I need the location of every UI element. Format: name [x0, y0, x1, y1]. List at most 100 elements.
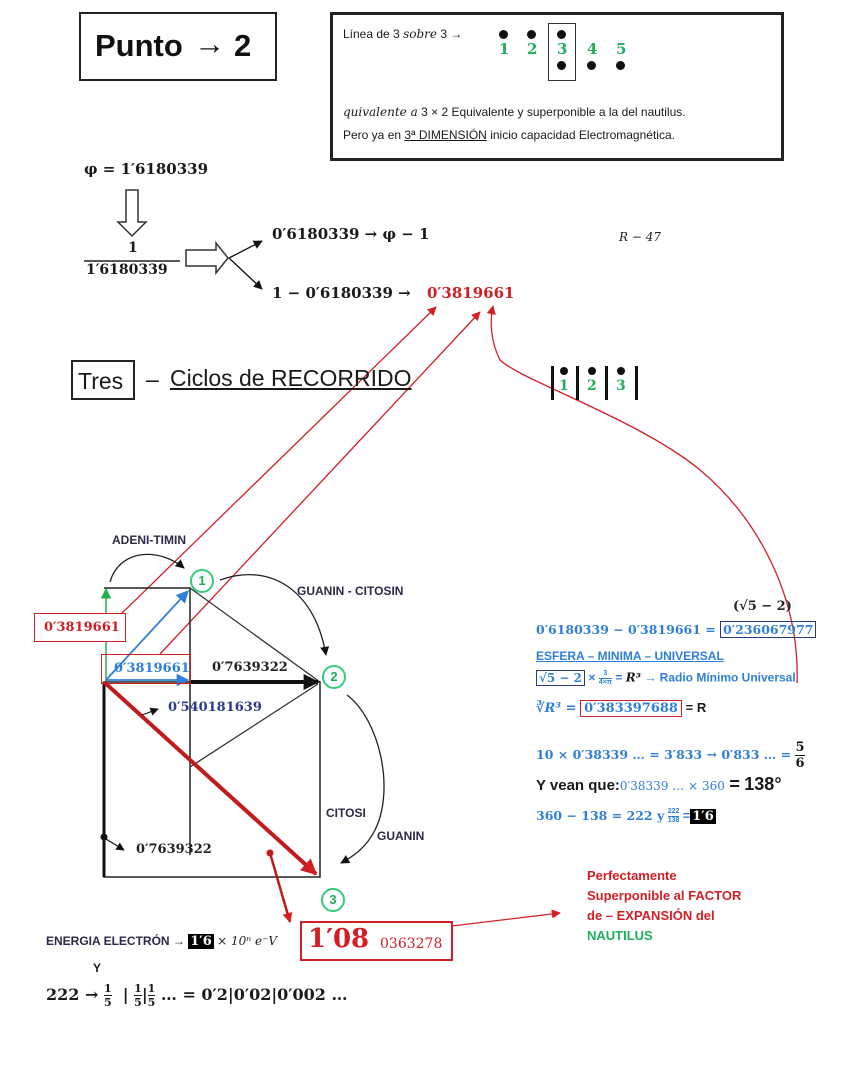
note-line1-suffix: 3 → — [440, 27, 463, 41]
matrix-dot-2 — [588, 367, 596, 375]
curve-adeni-arrow — [109, 553, 185, 583]
dot-number-1: 1 — [499, 40, 510, 58]
note-line3-prefix: Pero ya en — [343, 128, 402, 142]
matrix-bar-1 — [576, 366, 579, 400]
note-line2-italic: quivalente a — [343, 105, 418, 119]
curve-citosi-guanin-arrow — [340, 694, 385, 864]
red-diagonal-arrow — [102, 680, 318, 876]
series-bar-1: | — [117, 985, 129, 1004]
series-frac-2: 1 5 — [134, 982, 142, 1009]
left-value: 0′7639322 — [136, 842, 212, 857]
blue-diag-arrow — [105, 590, 189, 681]
eq2-frac-num: 3 — [598, 670, 613, 679]
label-adeni-timin: ADENI-TIMIN — [112, 533, 186, 547]
tres-label: Tres — [78, 368, 124, 394]
series-frac-3-num: 1 — [147, 982, 156, 996]
series-line: 222 → 1 5 | 1 5 | 1 5 … = 0′2|0′02|0′002… — [46, 982, 347, 1009]
eq2-times: × — [588, 670, 596, 685]
eq1-boxed-value: 0′236067977 — [720, 621, 817, 638]
eq4-frac-num: 5 — [795, 740, 805, 756]
node-2: 2 — [322, 665, 346, 689]
red-link-arrow-1 — [117, 306, 437, 618]
red-curve-arrow — [486, 305, 798, 684]
eq2-frac-den: 4×π — [598, 679, 613, 686]
red-note-line2: Superponible al FACTOR — [587, 888, 742, 903]
eq2: √5 − 2 × 3 4×π = R³ → Radio Mínimo Unive… — [536, 669, 796, 687]
curve-guanin-citosin-arrow — [219, 574, 330, 656]
series-frac-1: 1 5 — [103, 982, 112, 1009]
series-frac-1-den: 5 — [103, 996, 112, 1009]
left-point — [100, 833, 108, 841]
series-frac-2-num: 1 — [134, 982, 142, 996]
esfera-minima-universal: ESFERA – MINIMA – UNIVERSAL — [536, 649, 724, 663]
pointer-diag-value — [141, 707, 159, 716]
label-guanin: GUANIN — [377, 829, 425, 843]
dot-number-3: 3 — [557, 40, 568, 58]
red-note-nautilus: NAUTILUS — [587, 928, 653, 943]
series-prefix: 222 → — [46, 985, 99, 1004]
eq2-boxed-sqrt: √5 − 2 — [536, 669, 585, 686]
eq1-prefix: 0′6180339 − 0′3819661 = — [536, 622, 716, 637]
series-bar-2: | — [141, 985, 148, 1004]
title-number: 2 — [234, 28, 252, 63]
red-link-to-note — [451, 909, 561, 927]
energia-highlight-1-6: 1′6 — [188, 934, 214, 949]
branch-arrow-up — [228, 240, 263, 259]
note-box: Línea de 3 sobre 3 → 1 2 3 4 5 quivalent… — [330, 12, 784, 161]
red-note: Perfectamente Superponible al FACTOR de … — [587, 866, 741, 946]
red-value-box: 0′3819661 — [34, 613, 126, 642]
note-line2-rest: 3 × 2 Equivalente y superponible a la de… — [421, 105, 686, 119]
hollow-right-arrow — [185, 240, 229, 276]
eq6-frac-num: 222 — [667, 808, 680, 818]
matrix-number-2: 2 — [587, 378, 597, 394]
eq4-fraction: 5 6 — [795, 740, 805, 771]
eq4-frac-den: 6 — [795, 756, 805, 771]
eq5-equals: = — [729, 774, 740, 794]
eq6-highlight-1-6: 1′6 — [690, 809, 716, 824]
dot-3-top — [557, 30, 566, 39]
r-47-label: R − 47 — [619, 230, 661, 244]
energia-line: ENERGIA ELECTRÓN → 1′6 × 10ⁿ e⁻V — [46, 934, 277, 949]
tres-box: Tres — [71, 360, 135, 400]
note-line1: Línea de 3 sobre 3 → — [343, 27, 462, 41]
dot-5-bottom — [616, 61, 625, 70]
diag-inner-to-2 — [189, 683, 319, 768]
note-line1-italic: sobre — [403, 27, 437, 41]
node-3: 3 — [321, 888, 345, 912]
red-box-value: 0′3819661 — [44, 620, 120, 635]
title-text: Punto — [95, 28, 183, 63]
matrix-dot-3 — [617, 367, 625, 375]
red-note-line1: Perfectamente — [587, 868, 677, 883]
energia-suffix: × 10ⁿ e⁻V — [217, 934, 278, 948]
eq6: 360 − 138 = 222 y 222 138 =1′6 — [536, 808, 716, 825]
label-citosi: CITOSI — [326, 806, 366, 820]
matrix-bar-0 — [551, 366, 554, 400]
blue-value-box: 0′3819661 — [101, 654, 191, 684]
title-dash: – — [146, 366, 159, 392]
y-label: Y — [93, 961, 102, 975]
pointer-left-value — [105, 838, 125, 851]
eq3-suffix: = R — [685, 700, 707, 715]
red-link-arrow-2 — [159, 311, 481, 655]
diag-value: 0′540181639 — [168, 700, 262, 715]
eq3: ∛R³ = 0′383397688 = R — [536, 700, 707, 717]
dot-3-bottom — [557, 61, 566, 70]
series-frac-3: 1 5 — [147, 982, 156, 1009]
red-down-arrow — [268, 852, 293, 923]
note-line3-suffix: inicio capacidad Electromagnética. — [490, 128, 675, 142]
ciclos-title: Ciclos de RECORRIDO — [170, 365, 412, 391]
red-note-line3: de – EXPANSIÓN del — [587, 908, 715, 923]
eq6-frac-den: 138 — [667, 817, 680, 825]
dot-number-2: 2 — [527, 40, 538, 58]
branch-result-value: 0′3819661 — [427, 284, 515, 302]
blue-value: 0′3819661 — [114, 661, 190, 676]
note-line3: Pero ya en 3ª DIMENSIÓN inicio capacidad… — [343, 128, 675, 142]
matrix-number-3: 3 — [616, 378, 626, 394]
branch-one-minus: 1 − 0′6180339 → — [272, 284, 411, 302]
series-frac-3-den: 5 — [147, 996, 156, 1009]
eq2-suffix: → Radio Mínimo Universal — [644, 670, 796, 685]
matrix-bar-3 — [635, 366, 638, 400]
eq1: 0′6180339 − 0′3819661 = 0′236067977 — [536, 621, 817, 638]
fraction-numerator: 1 — [128, 240, 138, 256]
